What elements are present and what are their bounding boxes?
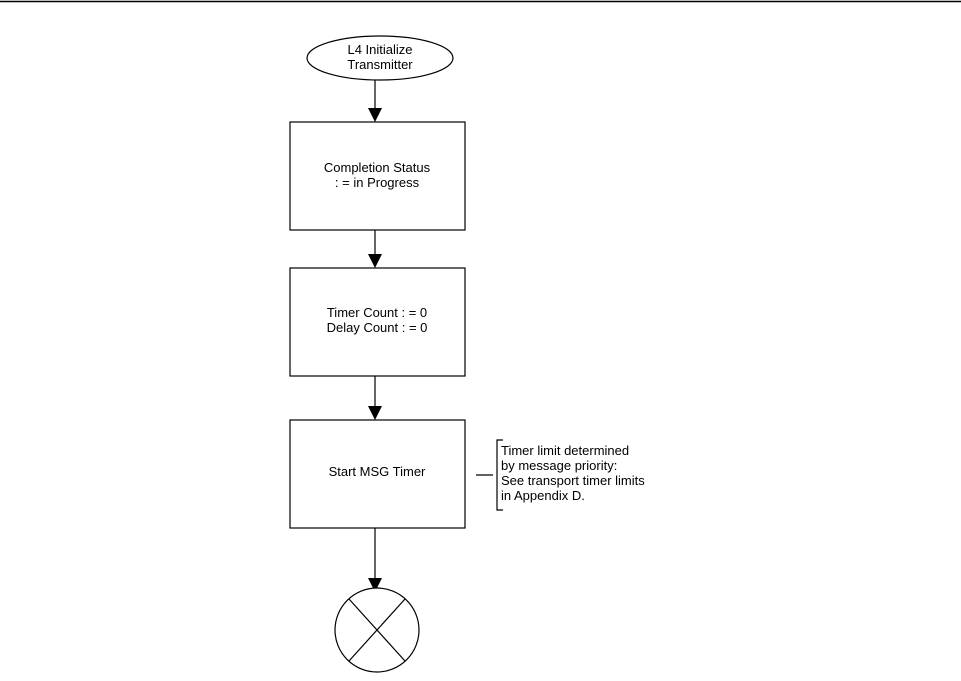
- completion-status-label-line-2: : = in Progress: [335, 175, 420, 190]
- annotation-line-2: by message priority:: [501, 458, 617, 473]
- annotation-line-4: in Appendix D.: [501, 488, 585, 503]
- connector-timer-count-to-start-msg-timer: [368, 376, 382, 420]
- start-msg-timer-process-box: Start MSG Timer: [289, 419, 466, 529]
- end-connector-circle: [334, 587, 420, 673]
- start-label-line-2: Transmitter: [347, 57, 413, 72]
- annotation-line-3: See transport timer limits: [501, 473, 645, 488]
- connector-completion-status-to-timer-count: [368, 230, 382, 268]
- connector-start-msg-timer-to-end: [368, 528, 382, 592]
- start-terminator: L4 Initialize Transmitter: [306, 35, 454, 81]
- timer-limit-annotation: Timer limit determined by message priori…: [476, 439, 645, 511]
- start-label-line-1: L4 Initialize: [347, 42, 412, 57]
- annotation-line-1: Timer limit determined: [501, 443, 629, 458]
- timer-count-label-line-2: Delay Count : = 0: [327, 320, 428, 335]
- timer-count-process-box: Timer Count : = 0 Delay Count : = 0: [289, 267, 466, 377]
- completion-status-label-line-1: Completion Status: [324, 160, 431, 175]
- timer-count-label-line-1: Timer Count : = 0: [327, 305, 427, 320]
- completion-status-process-box: Completion Status : = in Progress: [289, 121, 466, 231]
- start-msg-timer-label: Start MSG Timer: [329, 464, 426, 479]
- connector-start-to-completion-status: [368, 80, 382, 122]
